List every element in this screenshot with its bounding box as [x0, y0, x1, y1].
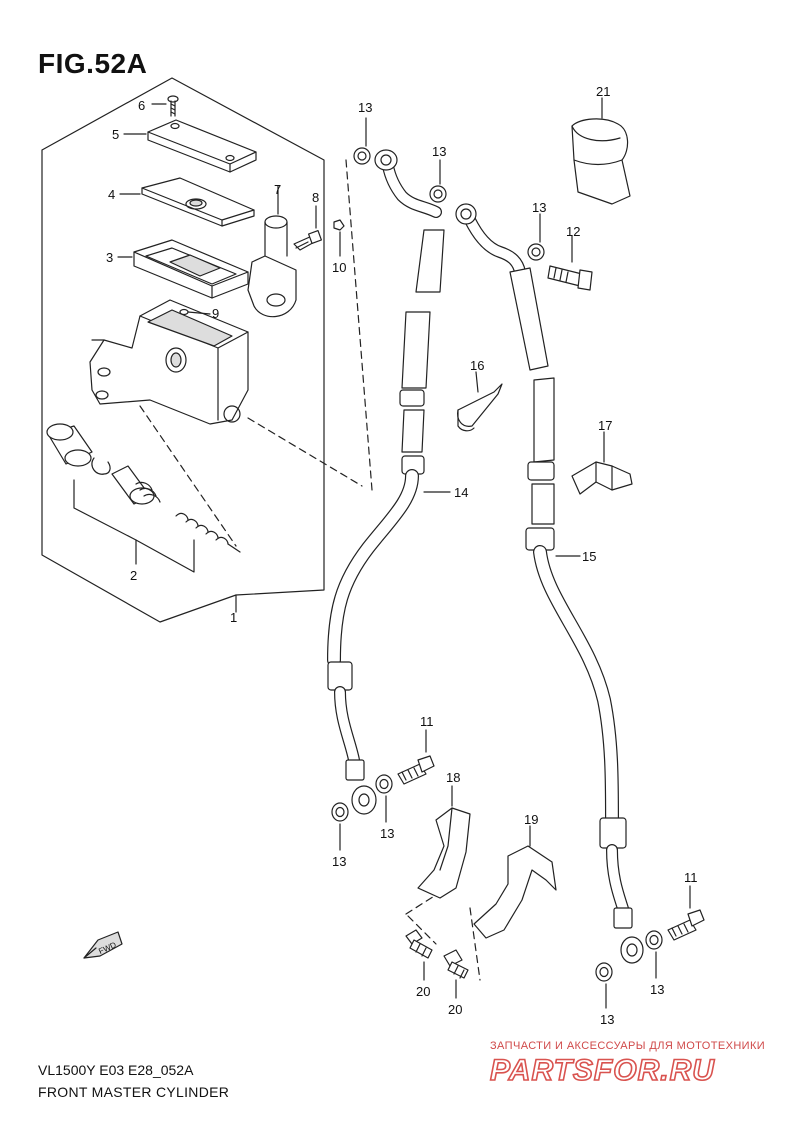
callout-13-top-right: 13 — [532, 200, 546, 215]
callout-19: 19 — [524, 812, 538, 827]
diaphragm-plate-4 — [119, 177, 255, 227]
watermark-logo-text: PARTSFOR.RU — [490, 1054, 715, 1087]
bracket-bolt-20b — [443, 949, 469, 999]
callout-17: 17 — [598, 418, 612, 433]
callout-9: 9 — [212, 306, 219, 321]
callout-10: 10 — [332, 260, 346, 275]
callout-13-top-left: 13 — [358, 100, 372, 115]
callout-4: 4 — [108, 187, 115, 202]
diagram-code: VL1500Y E03 E28_052A — [38, 1062, 194, 1078]
lever-holder-7 — [247, 185, 297, 318]
callout-13-bottom: 13 — [600, 1012, 614, 1027]
callout-13-bottom-right: 13 — [650, 982, 664, 997]
bracket-18 — [417, 785, 471, 899]
union-bolt-11b — [667, 885, 705, 941]
assembly-outline-1 — [41, 77, 325, 623]
brake-hose-14 — [327, 149, 451, 815]
diaphragm-3 — [117, 239, 249, 299]
callout-18: 18 — [446, 770, 460, 785]
hose-clamp-16 — [457, 371, 503, 432]
callout-1: 1 — [230, 610, 237, 625]
master-cylinder-body — [89, 299, 249, 425]
reservoir-cap-screw-6 — [151, 95, 179, 117]
callout-8: 8 — [312, 190, 319, 205]
washers-13 — [331, 117, 663, 1009]
bolt-12 — [547, 235, 593, 291]
watermark-logo: PARTSFOR.RU — [489, 1053, 715, 1088]
callout-11-left: 11 — [420, 714, 434, 729]
watermark-caption: ЗАПЧАСТИ И АКСЕССУАРЫ ДЛЯ МОТОТЕХНИКИ — [490, 1040, 766, 1052]
callout-13-mid-right: 13 — [380, 826, 394, 841]
callout-6: 6 — [138, 98, 145, 113]
callout-13-mid-left: 13 — [332, 854, 346, 869]
callout-20-right: 20 — [448, 1002, 462, 1017]
washer-10 — [333, 219, 345, 257]
callout-16: 16 — [470, 358, 484, 373]
diagram-name: FRONT MASTER CYLINDER — [38, 1084, 230, 1100]
callout-5: 5 — [112, 127, 119, 142]
forward-direction-arrow — [83, 931, 123, 959]
callout-21: 21 — [596, 84, 610, 99]
holder-bolt-8 — [293, 205, 323, 251]
reservoir-cap-5 — [123, 119, 257, 173]
callout-13-top-mid: 13 — [432, 144, 446, 159]
callout-12: 12 — [566, 224, 580, 239]
callout-15: 15 — [582, 549, 596, 564]
callout-2: 2 — [130, 568, 137, 583]
bracket-19 — [473, 825, 557, 939]
cover-21 — [571, 97, 631, 205]
callout-labels: 6 5 4 3 7 8 10 9 2 1 13 13 13 12 21 16 1… — [97, 84, 697, 1027]
piston-kit-2 — [46, 423, 241, 573]
callout-14: 14 — [454, 485, 468, 500]
figure-title: FIG.52A — [38, 48, 148, 79]
callout-11-right: 11 — [684, 870, 698, 885]
callout-7: 7 — [274, 182, 281, 197]
callout-20-left: 20 — [416, 984, 430, 999]
brake-hose-15 — [455, 203, 644, 964]
bracket-bolt-20a — [405, 929, 433, 981]
hose-clamp-17 — [571, 431, 633, 495]
union-bolt-11a — [397, 729, 435, 785]
callout-3: 3 — [106, 250, 113, 265]
